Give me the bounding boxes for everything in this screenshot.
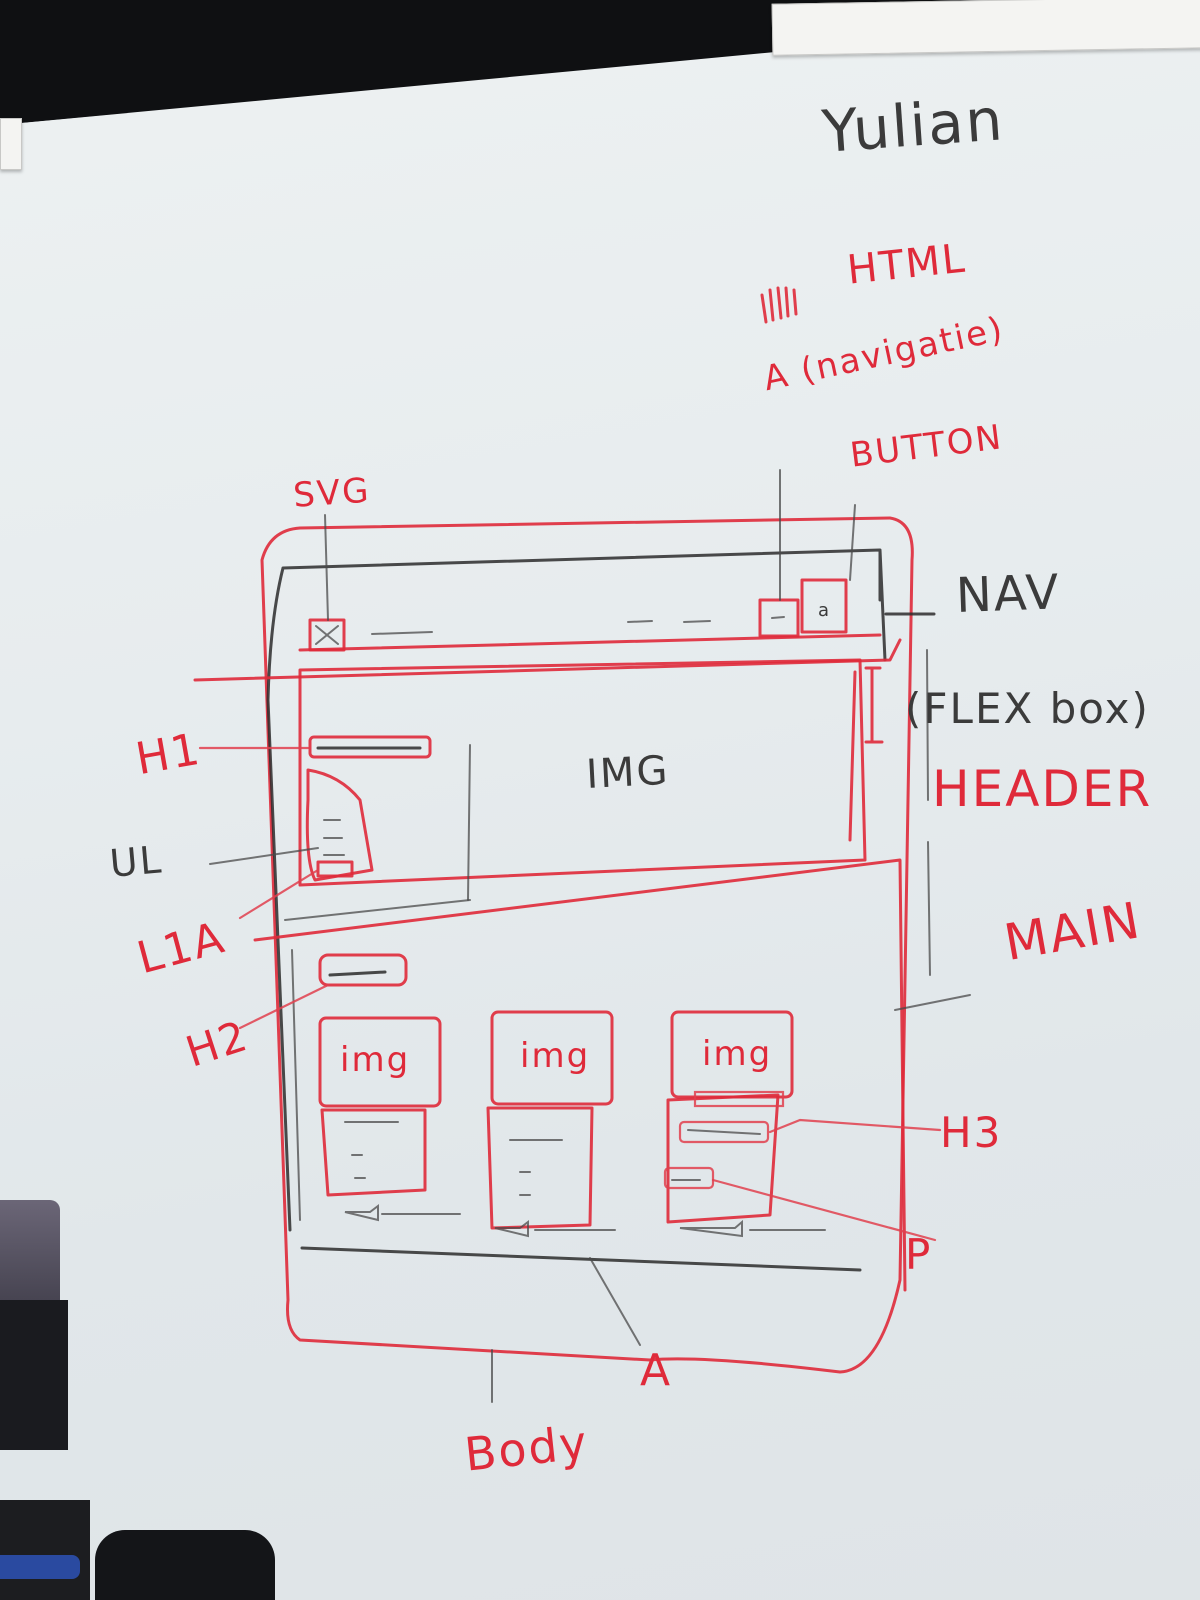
pointer-a xyxy=(589,1257,641,1346)
nav-dash-1 xyxy=(627,620,653,623)
card-3-h3-box-1 xyxy=(693,1090,785,1108)
pointer-li-a xyxy=(238,868,320,920)
main-bottom-line xyxy=(300,1246,862,1272)
card-1-link xyxy=(344,1204,461,1222)
header-right-edge xyxy=(848,670,857,842)
ul-label: UL xyxy=(108,837,165,886)
h1-box xyxy=(308,735,432,759)
nav-label: NAV xyxy=(955,564,1062,624)
h2-box xyxy=(318,953,408,987)
flex-box-label: (FLEX box) xyxy=(905,684,1150,733)
svg-label: SVG xyxy=(292,470,372,516)
board-eraser xyxy=(95,1530,275,1600)
card-1-img-label: img xyxy=(340,1040,411,1080)
browser-frame xyxy=(266,548,887,1232)
pointer-svg xyxy=(324,514,329,621)
blue-marker xyxy=(0,1555,80,1579)
nav-button-box xyxy=(800,578,848,634)
author-name: Yulian xyxy=(820,85,1007,166)
side-line-1 xyxy=(927,841,931,976)
card-3-h3-line xyxy=(687,1129,761,1135)
html-scribble xyxy=(760,286,798,324)
main-box xyxy=(253,858,907,1292)
main-left-edge xyxy=(291,949,301,1221)
card-2-body xyxy=(486,1106,594,1230)
pointer-h2 xyxy=(238,983,330,1030)
card-3-h3-box-2 xyxy=(678,1120,770,1144)
img-large-label: IMG xyxy=(585,747,671,798)
card-3-link xyxy=(679,1219,826,1238)
header-box xyxy=(298,658,867,887)
card-1-body xyxy=(320,1108,427,1197)
card-1-img-box xyxy=(318,1016,442,1108)
pointer-ul xyxy=(209,847,319,865)
main-top-line xyxy=(284,899,471,921)
a-label: A xyxy=(640,1345,673,1396)
header-label: HEADER xyxy=(932,760,1153,818)
nav-dash-2 xyxy=(683,620,711,623)
pointer-p xyxy=(711,1178,937,1242)
nav-button-glyph: a xyxy=(818,600,829,621)
card-3-img-label: img xyxy=(702,1034,773,1074)
header-divider xyxy=(467,744,471,901)
board-clip-left xyxy=(0,118,22,170)
ul-box xyxy=(305,768,374,882)
pointer-h3 xyxy=(768,1118,942,1134)
side-line-2 xyxy=(926,649,929,801)
nav-anchor-dash xyxy=(771,616,785,619)
h3-label: H3 xyxy=(940,1108,1003,1157)
svg-logo-cross xyxy=(315,625,339,645)
pointer-button xyxy=(849,504,856,581)
card-2-img-box xyxy=(490,1010,614,1106)
p-label: P xyxy=(905,1230,933,1279)
card-3-body xyxy=(666,1093,780,1224)
card-2-link xyxy=(494,1220,616,1238)
body-outline xyxy=(260,516,914,1374)
nav-brand-line xyxy=(371,631,433,635)
pointer-main xyxy=(894,994,971,1011)
tray-holder-lower xyxy=(0,1500,90,1600)
card-2-img-label: img xyxy=(520,1036,591,1076)
card-3-p-box xyxy=(663,1166,715,1190)
h2-line xyxy=(328,970,387,977)
tray-holder xyxy=(0,1300,68,1450)
flex-bracket xyxy=(864,666,884,744)
